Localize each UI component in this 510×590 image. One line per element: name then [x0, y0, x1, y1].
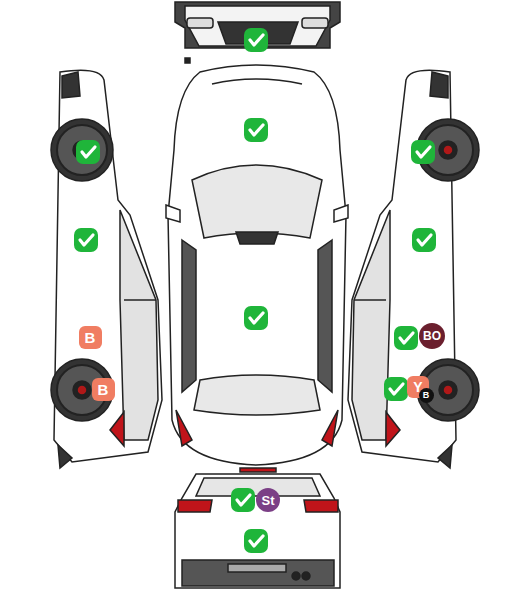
- damage-badge: B: [419, 388, 434, 403]
- badge-code: St: [262, 494, 275, 507]
- check-marks: [74, 28, 436, 553]
- damage-badge: B: [79, 326, 102, 349]
- damage-badge: B: [92, 378, 115, 401]
- damage-badge: BO: [419, 323, 445, 349]
- badge-code: B: [423, 391, 430, 400]
- left-side-view: [51, 70, 162, 468]
- top-view: [166, 65, 348, 465]
- front-view: [175, 2, 340, 63]
- badge-code: BO: [423, 330, 441, 342]
- badge-code: B: [85, 330, 96, 345]
- rear-view: [175, 468, 340, 588]
- damage-badge: St: [256, 488, 280, 512]
- badge-code: B: [98, 382, 109, 397]
- right-side-view: [348, 70, 479, 468]
